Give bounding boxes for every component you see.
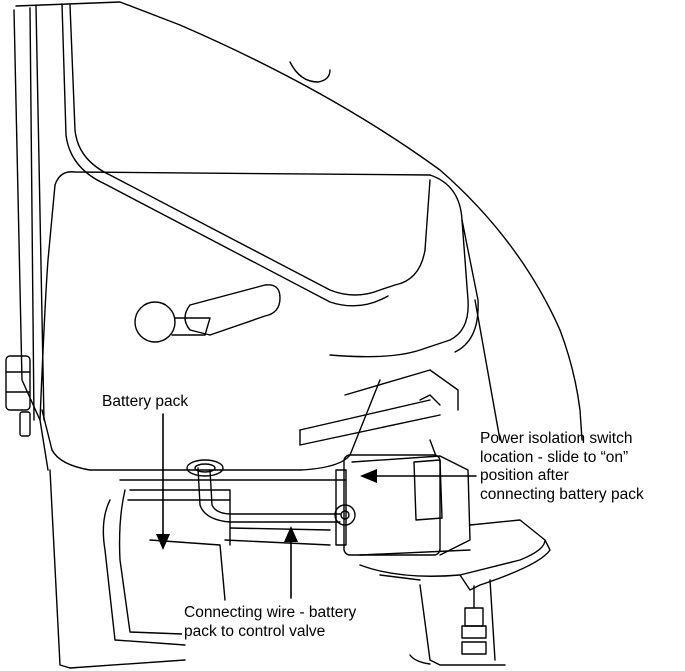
leader-arrows xyxy=(162,413,477,599)
front-panel xyxy=(39,171,501,471)
door-handle xyxy=(134,284,281,343)
connecting-wire-label-line1: Connecting wire - battery xyxy=(184,604,357,621)
arrowhead-wire xyxy=(284,526,298,542)
connecting-wire-label-line2: pack to control valve xyxy=(184,622,326,640)
wire-grommet xyxy=(186,459,341,523)
upper-panel xyxy=(61,3,431,307)
cover-housing xyxy=(13,1,583,669)
battery-pack-label: Battery pack xyxy=(100,393,191,412)
connecting-wire-label: Connecting wire - battery pack to contro… xyxy=(182,604,359,641)
power-switch-label-line4: connecting battery pack xyxy=(480,485,644,503)
mounting-plate xyxy=(359,519,551,591)
power-switch-label-line1: Power isolation switch xyxy=(480,430,633,447)
hinge xyxy=(5,355,31,437)
arrowhead-switch xyxy=(360,469,377,483)
clamp-bolt xyxy=(409,579,506,666)
arrowhead-battery xyxy=(156,534,170,550)
power-switch-label: Power isolation switch location - slide … xyxy=(478,430,646,504)
valve-bracket xyxy=(224,369,459,546)
power-switch-label-line3: position after xyxy=(480,467,569,484)
switch-module xyxy=(334,439,471,556)
power-switch-label-line2: location - slide to “on” xyxy=(480,448,629,466)
